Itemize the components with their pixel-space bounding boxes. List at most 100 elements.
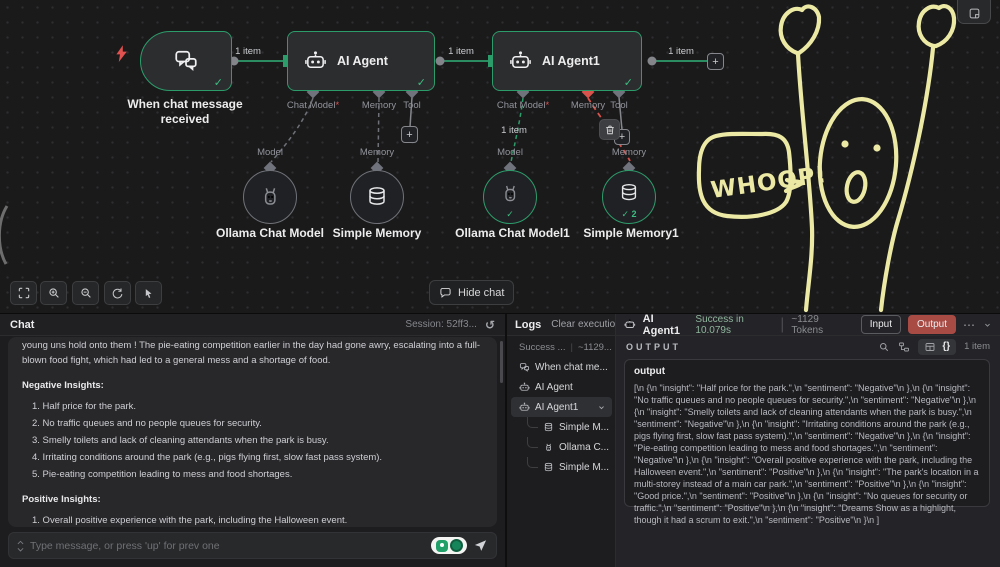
trigger-node-label: When chat message received (127, 97, 243, 126)
ollama-chat-model-node[interactable] (243, 170, 297, 224)
detail-status: Success in 10.079s (695, 313, 744, 336)
tree-branch (527, 457, 538, 468)
negative-insights-heading: Negative Insights: (22, 380, 104, 391)
database-icon (543, 422, 554, 433)
port-label-memory: Memory (359, 147, 395, 158)
list-item: 1. Half price for the park. (32, 401, 137, 412)
zoom-out-button[interactable] (72, 281, 99, 305)
connection-items-label: 1 item (235, 46, 261, 57)
chat-panel: Chat Session: 52ff3... ↺ young uns hold … (0, 314, 505, 567)
detail-node-name: AI Agent1 (642, 312, 680, 337)
chat-message-intro: young uns hold onto them ! The pie-eatin… (22, 340, 481, 366)
search-icon[interactable] (878, 341, 890, 353)
trash-icon (605, 125, 614, 134)
simple-memory-node[interactable] (350, 170, 404, 224)
success-check-icon: ✓ (213, 77, 223, 89)
fit-view-button[interactable] (10, 281, 37, 305)
json-view-icon[interactable]: {} (942, 341, 951, 352)
execution-status: Success ... (519, 342, 566, 353)
schema-view-icon[interactable] (898, 341, 910, 353)
port-label-model: Model (497, 147, 523, 158)
tree-item-when-chat[interactable]: When chat me... (507, 357, 615, 377)
reset-session-icon[interactable]: ↺ (484, 317, 495, 332)
fit-view-icon (18, 287, 29, 299)
chat-panel-title: Chat (10, 318, 35, 331)
chat-input-bar[interactable] (8, 532, 497, 559)
log-detail-panel: AI Agent1 Success in 10.079s | ~1129 Tok… (616, 312, 1000, 567)
more-menu-icon[interactable]: ⋯ (963, 317, 977, 332)
zoom-out-icon (80, 288, 91, 298)
chat-scrollbar[interactable] (500, 341, 503, 383)
tree-item-simple-memory[interactable]: Simple M... (507, 417, 615, 437)
trigger-node-when-chat-message-received[interactable]: ✓ (140, 31, 232, 91)
ai-agent1-node[interactable]: AI Agent1 ✓ (492, 31, 642, 91)
add-tool-button[interactable]: + (401, 126, 418, 143)
robot-icon (519, 381, 530, 393)
detail-header: AI Agent1 Success in 10.079s | ~1129 Tok… (616, 312, 1000, 337)
workflow-canvas[interactable]: ✓ When chat message received AI Agent ✓ … (0, 0, 1000, 313)
bottom-panels: Chat Session: 52ff3... ↺ young uns hold … (0, 313, 1000, 567)
simple-memory-label: Simple Memory (332, 226, 422, 240)
undo-button[interactable] (104, 281, 131, 305)
tree-item-ai-agent[interactable]: AI Agent (507, 377, 615, 397)
ollama-chat-model1-node[interactable]: ✓ (483, 170, 537, 224)
simple-memory1-node[interactable]: ✓ 2 (602, 170, 656, 224)
sticky-note-button[interactable] (957, 0, 991, 24)
port-diamonds (263, 85, 636, 175)
output-item-count: 1 item (964, 341, 990, 352)
session-id[interactable]: Session: 52ff3... (405, 319, 477, 330)
lightning-icon (116, 45, 127, 62)
browser-extension-badge[interactable] (431, 537, 467, 554)
ai-agent-node[interactable]: AI Agent ✓ (287, 31, 435, 91)
success-check-icon: ✓ (506, 209, 514, 219)
list-item: 2. No traffic queues and no people queue… (32, 418, 262, 429)
execution-tree: When chat me... AI Agent AI Agent1 (507, 357, 615, 477)
logs-tree-column: Logs Clear execution Success ... | ~1129… (507, 314, 616, 567)
zoom-in-button[interactable] (40, 281, 67, 305)
collapse-chevron-icon[interactable] (983, 320, 992, 330)
chat-message-input[interactable] (30, 539, 425, 552)
doodle-text: WHOOP! (709, 162, 829, 204)
ollama-chat-model1-label: Ollama Chat Model1 (455, 226, 570, 240)
delete-connection-button[interactable] (599, 119, 620, 140)
list-item: 1. Overall positive experience with the … (32, 515, 348, 526)
tree-item-simple-memory1[interactable]: Simple M... (507, 457, 615, 477)
output-json-text[interactable]: [\n {\n "insight": "Half price for the p… (634, 383, 979, 525)
undo-icon (112, 287, 123, 298)
tree-item-ai-agent1-selected[interactable]: AI Agent1 (511, 397, 612, 417)
tree-item-ollama[interactable]: Ollama C... (507, 437, 615, 457)
output-field-name: output (634, 366, 666, 377)
add-node-button[interactable]: + (707, 53, 724, 70)
cursor-icon (145, 288, 152, 298)
zoom-in-icon (48, 288, 59, 298)
chat-trigger-icon (175, 50, 197, 70)
hide-chat-button[interactable]: Hide chat (429, 280, 515, 305)
chat-panel-header: Chat Session: 52ff3... ↺ (0, 314, 505, 336)
history-arrows[interactable] (17, 540, 24, 552)
success-check-icon: ✓ (623, 77, 633, 89)
database-icon (369, 187, 385, 205)
table-view-icon[interactable] (924, 341, 936, 353)
tidy-up-button[interactable] (135, 281, 162, 305)
ai-agent-node-label: AI Agent (337, 54, 388, 68)
ollama-chat-model-label: Ollama Chat Model (215, 226, 325, 240)
clear-execution-button[interactable]: Clear execution (551, 319, 615, 330)
send-icon[interactable] (473, 538, 488, 553)
database-icon (621, 183, 637, 201)
execution-tokens: ~1129... (577, 342, 612, 353)
port-label-memory: Memory (361, 100, 397, 111)
port-label-model: Model (257, 147, 283, 158)
success-check-icon: ✓ (416, 77, 426, 89)
robot-icon (510, 50, 531, 68)
connection-items-label: 1 item (448, 46, 474, 57)
pin-icon (435, 539, 448, 552)
output-json-box: output [\n {\n "insight": "Half price fo… (624, 359, 990, 525)
connection-items-label: 1 item (668, 46, 694, 57)
chat-message-bubble: young uns hold onto them ! The pie-eatin… (8, 337, 497, 527)
logs-title: Logs (515, 318, 542, 331)
chat-icon (519, 362, 530, 373)
output-section-title: OUTPUT (626, 341, 681, 352)
output-tab-button[interactable]: Output (908, 315, 957, 334)
input-tab-button[interactable]: Input (860, 315, 901, 334)
